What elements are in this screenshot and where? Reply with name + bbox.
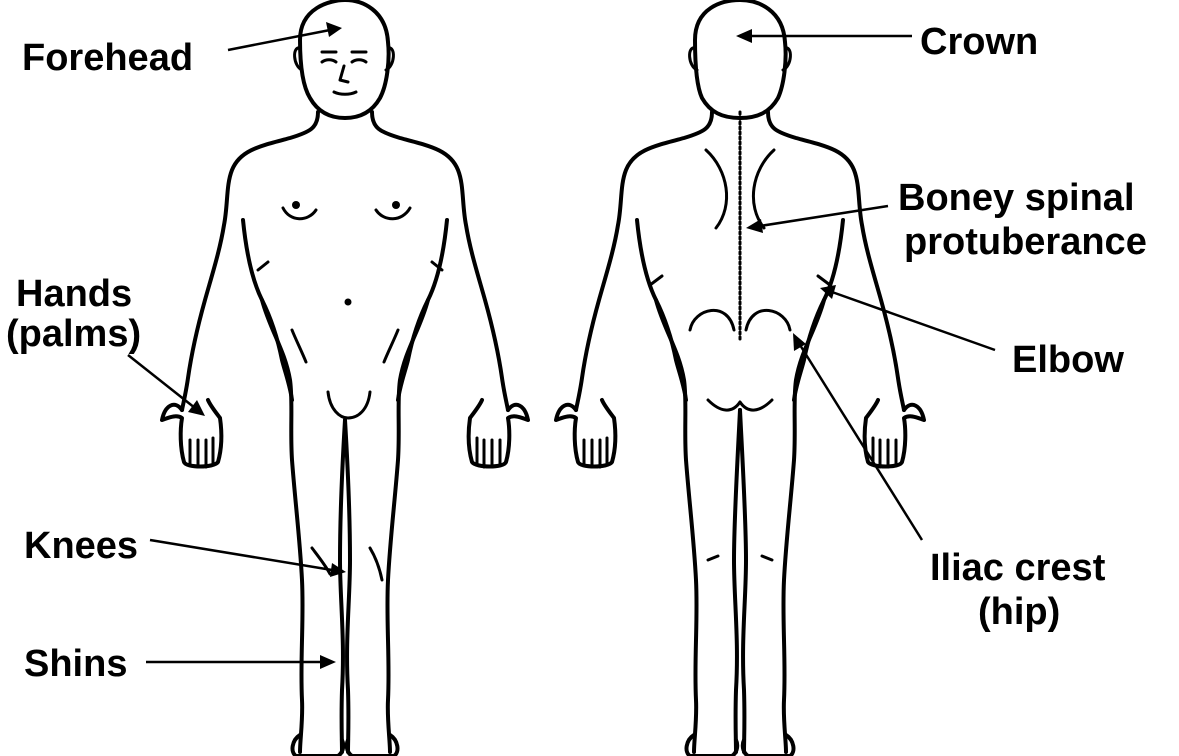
label-spinal-line1: Boney spinal <box>898 177 1135 219</box>
label-crown: Crown <box>920 21 1038 63</box>
label-hands: Hands <box>16 273 132 315</box>
crown-arrowhead <box>736 29 752 43</box>
hands-arrowhead <box>188 400 205 416</box>
label-forehead: Forehead <box>22 37 193 79</box>
label-iliac-line2: (hip) <box>978 591 1060 633</box>
label-iliac-line1: Iliac crest <box>930 547 1106 589</box>
elbow-leader <box>832 292 995 350</box>
forehead-arrowhead <box>326 22 342 37</box>
front-body-figure <box>162 0 528 756</box>
forehead-leader <box>228 30 330 50</box>
leader-lines <box>128 22 995 669</box>
back-body-figure <box>556 0 924 756</box>
shins-arrowhead <box>320 655 336 669</box>
labels: Forehead Crown Hands (palms) Boney spina… <box>6 21 1147 685</box>
label-shins: Shins <box>24 643 127 685</box>
label-knees: Knees <box>24 525 138 567</box>
knees-arrowhead <box>330 563 346 577</box>
label-elbow: Elbow <box>1012 339 1124 381</box>
spinal-leader <box>760 206 888 226</box>
knees-leader <box>150 540 332 570</box>
label-spinal-line2: protuberance <box>904 221 1147 263</box>
label-palms: (palms) <box>6 313 141 355</box>
hands-leader <box>128 355 195 408</box>
spinal-arrowhead <box>746 219 763 233</box>
elbow-arrowhead <box>820 285 836 299</box>
